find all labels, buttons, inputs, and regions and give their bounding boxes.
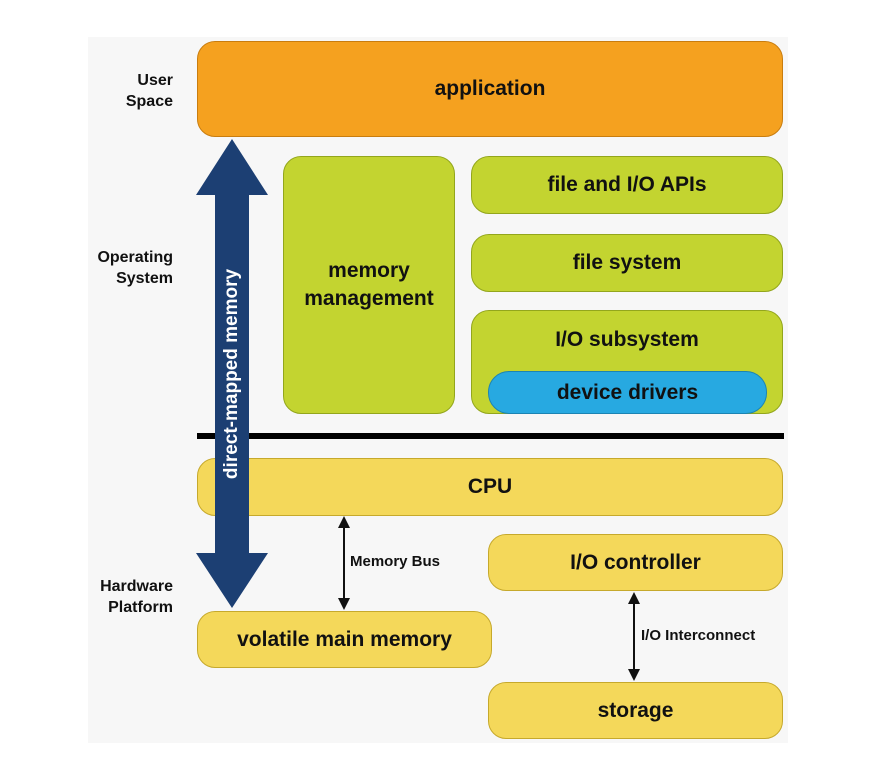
io-controller-box: I/O controller — [488, 534, 783, 591]
memory-bus-arrow — [338, 516, 350, 610]
layer-label-operating-system: Operating System — [63, 247, 173, 289]
file-io-apis-box: file and I/O APIs — [471, 156, 783, 214]
layer-label-line: Hardware — [100, 578, 173, 595]
io-interconnect-label: I/O Interconnect — [641, 627, 756, 644]
device-drivers-label: device drivers — [556, 380, 699, 404]
file-system-box: file system — [471, 234, 783, 292]
software-hardware-divider — [197, 433, 784, 439]
file-io-apis-label: file and I/O APIs — [547, 173, 707, 196]
io-subsystem-label: I/O subsystem — [555, 328, 699, 351]
file-system-label: file system — [572, 251, 682, 274]
layer-label-line: Platform — [108, 599, 173, 616]
layer-label-line: Operating — [97, 249, 173, 266]
device-drivers-box: device drivers — [488, 371, 767, 414]
memory-management-label-line: management — [304, 287, 434, 310]
volatile-main-memory-box: volatile main memory — [197, 611, 492, 668]
direct-mapped-memory-arrow — [196, 139, 268, 608]
storage-label: storage — [597, 698, 674, 722]
storage-box: storage — [488, 682, 783, 739]
memory-management-label-line: memory — [328, 259, 410, 282]
cpu-box: CPU — [197, 458, 783, 516]
layer-label-user-space: User Space — [63, 70, 173, 112]
io-controller-label: I/O controller — [570, 550, 701, 574]
direct-mapped-memory-label: direct-mapped memory — [221, 269, 242, 480]
layer-label-line: Space — [125, 93, 173, 110]
layer-label-hardware-platform: Hardware Platform — [63, 576, 173, 618]
memory-management-box: memory management — [283, 156, 455, 414]
layer-label-line: System — [116, 270, 173, 287]
application-label: application — [434, 77, 546, 100]
memory-bus-label: Memory Bus — [350, 553, 441, 570]
layer-label-line: User — [137, 72, 173, 89]
application-box: application — [197, 41, 783, 137]
volatile-main-memory-label: volatile main memory — [237, 627, 452, 651]
io-interconnect-arrow — [628, 592, 640, 681]
cpu-label: CPU — [467, 475, 513, 498]
